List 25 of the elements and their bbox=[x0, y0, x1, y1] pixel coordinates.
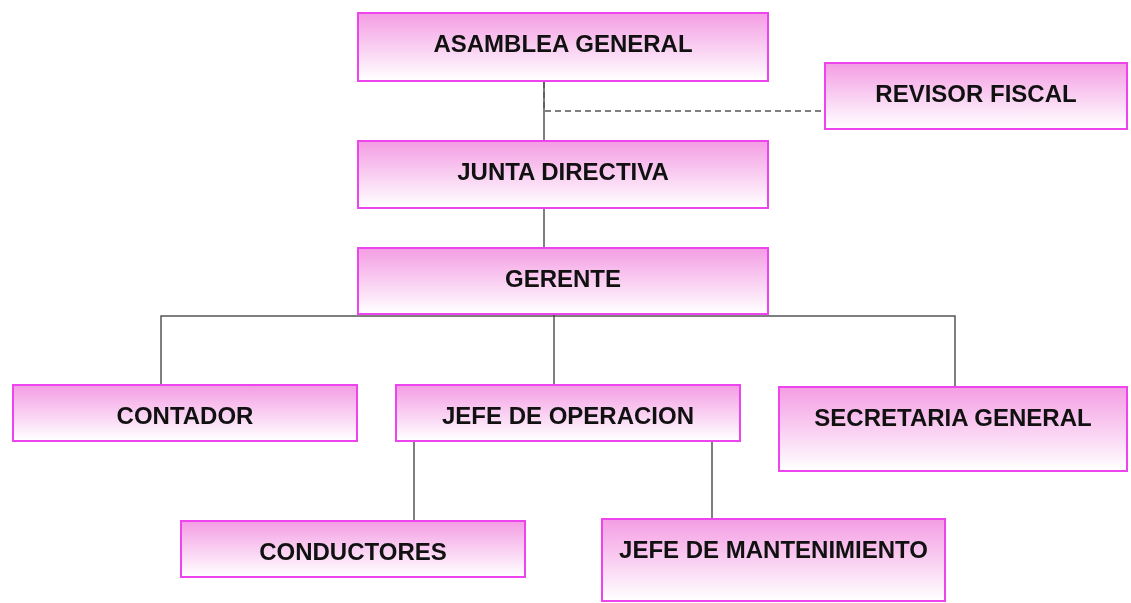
connector-line bbox=[553, 314, 555, 385]
org-box bbox=[601, 518, 946, 602]
org-box bbox=[180, 520, 526, 578]
org-box bbox=[12, 384, 358, 442]
org-box bbox=[357, 247, 769, 315]
role-title: JEFE DE OPERACION bbox=[441, 401, 694, 431]
role-title: JEFE DE MANTENIMIENTO bbox=[619, 535, 928, 565]
role-title: GERENTE bbox=[505, 264, 621, 294]
org-box bbox=[824, 62, 1128, 130]
connector-line bbox=[160, 314, 555, 385]
connector-line bbox=[413, 441, 415, 521]
org-box bbox=[357, 12, 769, 82]
role-title: CONDUCTORES bbox=[259, 537, 447, 567]
role-title: SECRETARIA GENERAL bbox=[814, 403, 1092, 433]
org-box bbox=[778, 386, 1128, 472]
connector-line bbox=[553, 314, 956, 387]
role-title: ASAMBLEA GENERAL bbox=[433, 29, 693, 59]
connector-line bbox=[543, 81, 545, 141]
org-box bbox=[357, 140, 769, 209]
role-title: CONTADOR bbox=[116, 401, 254, 431]
connector-line bbox=[543, 208, 545, 248]
org-box bbox=[395, 384, 741, 442]
role-title: JUNTA DIRECTIVA bbox=[457, 157, 669, 187]
connector-line bbox=[711, 441, 713, 519]
role-title: REVISOR FISCAL bbox=[875, 79, 1077, 109]
